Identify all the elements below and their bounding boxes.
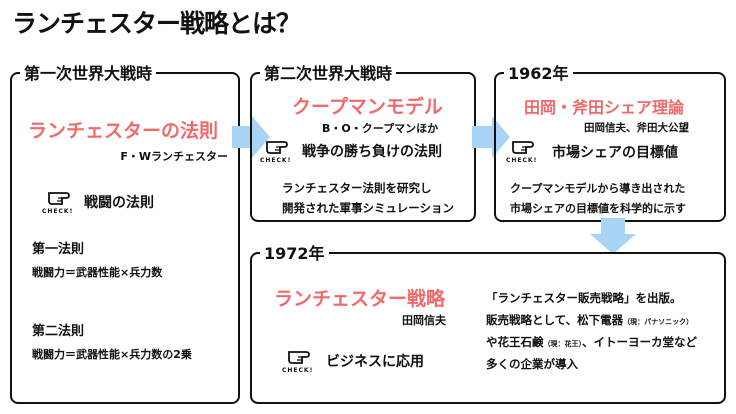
law2-title: 第二法則	[32, 324, 85, 339]
law1-formula: 戦闘力＝武器性能×兵力数	[32, 266, 163, 279]
desc-line: や花王石鹸（現：花王）、イトーヨーカ堂など	[486, 335, 697, 349]
headline: ランチェスターの法則	[28, 120, 219, 142]
check-badge: CHECK!	[260, 157, 292, 164]
check-badge: CHECK!	[282, 367, 314, 374]
box-1962: 1962年 田岡・斧田シェア理論 田岡信夫、斧田大公望 CHECK! 市場シェア…	[494, 60, 726, 222]
headline: ランチェスター戦略	[274, 288, 446, 310]
author: F・Wランチェスター	[120, 150, 228, 163]
check-badge: CHECK!	[42, 208, 74, 215]
headline: クープマンモデル	[292, 96, 443, 118]
arrow-down-icon	[590, 218, 636, 254]
author: 田岡信夫、斧田大公望	[584, 122, 689, 134]
box-wwi: 第一次世界大戦時 ランチェスターの法則 F・Wランチェスター CHECK! 戦闘…	[10, 60, 240, 404]
box-label: 第二次世界大戦時	[260, 60, 397, 84]
desc-line: クープマンモデルから導き出された	[510, 182, 686, 195]
pointing-hand-icon	[266, 141, 288, 154]
box-wwii: 第二次世界大戦時 クープマンモデル B・O・クープマンほか CHECK! 戦争の…	[250, 60, 476, 222]
desc-line: 開発された軍事シミュレーション	[282, 201, 455, 215]
page-title: ランチェスター戦略とは？	[12, 9, 301, 38]
note: （現：パナソニック）	[623, 318, 694, 326]
arrow-right-icon	[472, 116, 510, 158]
desc-line: 市場シェアの目標値を科学的に示す	[510, 202, 686, 215]
law2-formula: 戦闘力＝武器性能×兵力数の2乗	[32, 348, 192, 361]
check-badge: CHECK!	[506, 157, 538, 164]
box-label: 1962年	[504, 60, 573, 84]
check-label: 戦争の勝ち負けの法則	[302, 144, 442, 160]
box-label: 1972年	[260, 240, 329, 264]
check-label: ビジネスに応用	[326, 354, 424, 370]
check-label: 市場シェアの目標値	[552, 145, 678, 161]
pointing-hand-icon	[288, 351, 310, 364]
author: B・O・クープマンほか	[322, 122, 439, 135]
pointing-hand-icon	[512, 141, 534, 154]
check-label: 戦闘の法則	[84, 195, 154, 211]
box-1972: 1972年 ランチェスター戦略 田岡信夫 CHECK! ビジネスに応用 「ランチ…	[250, 240, 726, 404]
headline: 田岡・斧田シェア理論	[524, 98, 685, 117]
law1-title: 第一法則	[32, 242, 85, 257]
desc-line: 販売戦略として、松下電器（現：パナソニック）	[486, 313, 694, 327]
pointing-hand-icon	[48, 192, 70, 205]
box-label: 第一次世界大戦時	[20, 60, 157, 84]
desc-line: 「ランチェスター販売戦略」を出版。	[486, 291, 682, 305]
author: 田岡信夫	[402, 314, 446, 327]
desc-line: 多くの企業が導入	[486, 357, 578, 371]
desc-line: ランチェスター法則を研究し	[282, 181, 432, 195]
note: （現：花王）	[543, 340, 583, 348]
